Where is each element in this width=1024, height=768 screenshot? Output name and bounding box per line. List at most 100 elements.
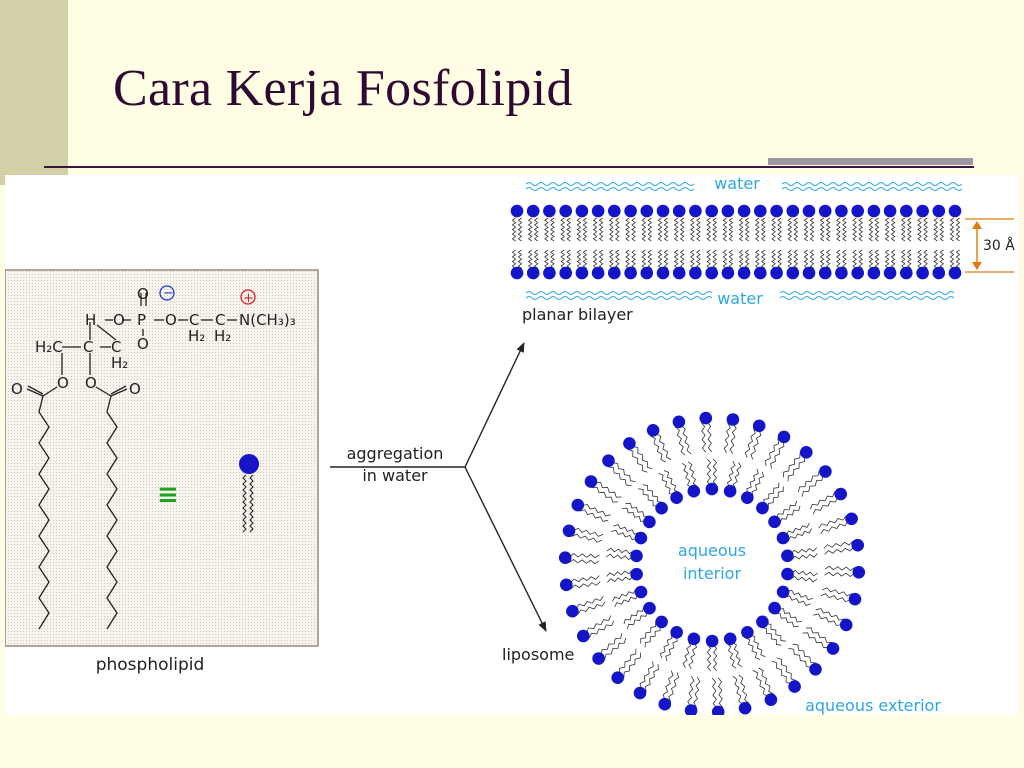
liposome-inner-head <box>781 567 794 581</box>
liposome-outer-tail <box>764 435 783 466</box>
liposome-outer-head <box>633 686 647 700</box>
bilayer-head-lower <box>510 266 524 280</box>
atom-carbonyl-o-left: O <box>11 380 23 398</box>
bilayer-head-upper <box>818 204 832 218</box>
bilayer-heads <box>510 204 962 280</box>
liposome-inner-head <box>634 585 648 599</box>
liposome-outer-head <box>658 697 672 711</box>
liposome-outer-head <box>819 465 832 478</box>
bilayer-head-lower <box>883 266 897 280</box>
bilayer-tail <box>631 217 636 242</box>
atom-glycerol-o-1: O <box>57 374 69 392</box>
liposome-inner-head <box>768 601 781 615</box>
bilayer-tail <box>511 217 517 242</box>
bilayer-tail <box>673 217 679 242</box>
bilayer-tail <box>852 217 857 242</box>
bilayer-tail <box>744 217 750 242</box>
bilayer-tail <box>647 217 653 242</box>
methylene-h2-1: H₂ <box>188 327 205 345</box>
liposome-outer-head <box>699 411 713 425</box>
atom-carbon-center: C <box>83 338 93 356</box>
bilayer-tail <box>679 217 685 242</box>
liposome-outer-tail <box>641 664 660 695</box>
bilayer-tail <box>836 217 841 242</box>
bilayer-tail <box>874 217 880 242</box>
bilayer-head-upper <box>737 204 751 218</box>
liposome-inner-head <box>741 491 754 505</box>
liposome-outer-tail <box>607 461 632 487</box>
h2c-group: H₂C <box>35 338 63 356</box>
diagram-canvas: O − P O O O C C H₂ H₂ N(CH₃)₃ + H H₂C C … <box>5 175 1017 715</box>
thickness-indicator: 30 Å <box>965 218 1017 273</box>
bilayer-head-lower <box>559 266 572 280</box>
bilayer-tail <box>527 217 533 242</box>
bilayer-tail <box>890 217 896 242</box>
liposome-inner-head <box>687 484 701 498</box>
bilayer-head-upper <box>705 204 718 218</box>
amine-positive-charge: + <box>243 291 254 306</box>
bilayer-tail <box>825 217 831 242</box>
liposome-inner-head <box>756 615 769 629</box>
liposome-outer-tail <box>692 676 701 711</box>
bilayer-tail <box>560 217 565 242</box>
bilayer-head-upper <box>624 204 637 218</box>
liposome-outer-tail <box>614 648 637 676</box>
liposome-outer-tail <box>674 421 686 456</box>
liposome-outer-head <box>852 566 866 579</box>
title-accent-block <box>768 158 973 165</box>
liposome-outer-tail <box>572 601 606 615</box>
aqueous-exterior-label: aqueous exterior <box>805 696 941 715</box>
liposome-inner-head <box>756 501 769 515</box>
fatty-acid-chain-1 <box>38 395 50 630</box>
bilayer-head-upper <box>770 204 783 218</box>
liposome-outer-tail <box>797 470 825 493</box>
atom-phosphorus: P <box>137 311 146 329</box>
liposome-outer-head <box>560 578 573 592</box>
aggregation-label-line1: aggregation <box>347 444 444 463</box>
liposome-outer-tail <box>700 417 707 453</box>
liposome-outer-head <box>845 512 858 526</box>
bilayer-head-lower <box>608 266 621 280</box>
liposome-outer-tail <box>813 613 845 630</box>
bilayer-head-upper <box>559 204 572 218</box>
liposome-outer-head <box>851 538 864 552</box>
atom-carbonyl-o-right: O <box>129 380 141 398</box>
liposome-inner-head <box>630 549 643 563</box>
liposome-outer-tail <box>744 424 759 458</box>
bilayer-head-upper <box>608 204 621 218</box>
bilayer-head-upper <box>835 204 848 218</box>
bilayer-tail <box>738 217 744 242</box>
liposome-outer-tail <box>787 454 810 482</box>
phospholipid-tail-icon-1 <box>242 474 247 533</box>
liposome-outer-head <box>646 424 660 437</box>
bilayer-head-lower <box>948 266 962 280</box>
bilayer-tail <box>777 217 782 242</box>
bilayer-tail <box>696 217 701 242</box>
liposome-outer-head <box>592 652 605 665</box>
liposome-outer-tail <box>635 661 654 692</box>
bilayer-head-lower <box>689 266 702 280</box>
liposome-inner-head <box>643 601 656 615</box>
bilayer-tail <box>939 217 945 242</box>
atom-hydrogen: H <box>85 311 96 329</box>
liposome-inner-tail <box>638 488 659 512</box>
liposome-outer-head <box>752 419 766 433</box>
title-divider <box>44 166 974 168</box>
bilayer-head-upper <box>672 204 686 218</box>
bilayer-head-upper <box>543 204 556 218</box>
liposome-outer-head <box>764 693 778 706</box>
phosphate-negative-charge: − <box>163 286 174 301</box>
liposome-outer-tail <box>818 515 852 529</box>
liposome-outer-head <box>809 663 822 676</box>
liposome-outer-head <box>834 487 847 501</box>
bilayer-tail <box>517 217 523 242</box>
liposome-outer-head <box>848 592 862 606</box>
bilayer-tail <box>933 217 939 242</box>
bilayer-head-upper <box>802 204 816 218</box>
liposome-outer-tail <box>618 652 641 679</box>
liposome-outer-tail <box>802 632 831 653</box>
bilayer-tail <box>566 217 571 242</box>
bilayer-tail <box>663 217 669 242</box>
liposome-outer-tail <box>776 657 797 686</box>
liposome-outer-tail <box>627 444 648 473</box>
